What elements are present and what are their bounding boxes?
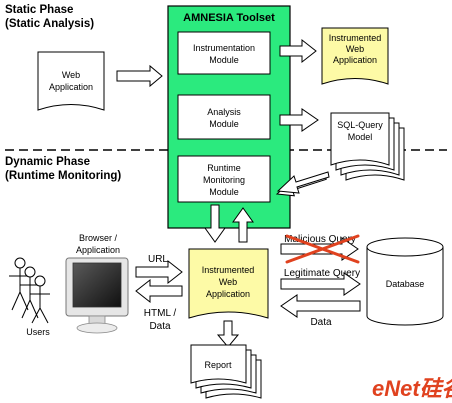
toolset-title: AMNESIA Toolset <box>183 12 275 24</box>
sql-model-label-2: Model <box>348 132 373 142</box>
instrumented-bottom-label-1: Instrumented <box>202 265 255 275</box>
web-application-label-1: Web <box>62 70 80 80</box>
arrow-data-from-db <box>280 294 361 318</box>
static-phase-subtitle: (Static Analysis) <box>5 18 94 30</box>
data-label: Data <box>310 317 332 328</box>
instrumented-bottom-label-3: Application <box>206 289 250 299</box>
instrumented-web-app-top <box>321 27 389 85</box>
instrumented-bottom-label-2: Web <box>219 277 237 287</box>
url-label: URL <box>148 254 168 265</box>
runtime-module-label-3: Module <box>209 187 239 197</box>
browser-label-1: Browser / <box>79 233 118 243</box>
report-label: Report <box>204 360 232 370</box>
instrumented-top-label-1: Instrumented <box>329 33 382 43</box>
analysis-module <box>177 94 271 140</box>
report-stack <box>190 344 262 399</box>
users-icon <box>9 257 50 324</box>
database-cylinder <box>366 237 444 326</box>
html-data-label-2: Data <box>149 321 171 332</box>
arrow-app-to-report <box>216 320 240 348</box>
arrow-runtime-up <box>232 207 254 243</box>
instrumentation-module-label-1: Instrumentation <box>193 43 255 53</box>
instrumented-web-app-bottom <box>188 248 269 319</box>
arrow-html-data-to-browser <box>135 278 183 304</box>
static-phase-title: Static Phase <box>5 4 73 16</box>
dynamic-phase-subtitle: (Runtime Monitoring) <box>5 170 121 182</box>
sql-query-model-stack <box>330 112 405 181</box>
watermark-text: eNet硅谷动力 <box>372 376 452 401</box>
browser-label-2: Application <box>76 245 120 255</box>
arrow-webapp-to-instrumentation <box>116 64 163 88</box>
instrumentation-module <box>177 31 271 75</box>
arrow-sql-model-to-runtime-body <box>276 171 330 194</box>
enet-watermark-logo: eNet硅谷动力 <box>372 376 452 401</box>
instrumented-top-label-3: Application <box>333 55 377 65</box>
users-label: Users <box>26 327 50 337</box>
dynamic-phase-title: Dynamic Phase <box>5 156 90 168</box>
runtime-module-label-1: Runtime <box>207 163 241 173</box>
runtime-module-label-2: Monitoring <box>203 175 245 185</box>
sql-model-label-1: SQL-Query <box>337 120 383 130</box>
instrumented-top-label-2: Web <box>346 44 364 54</box>
arrow-legitimate-query <box>280 272 361 296</box>
instrumentation-module-label-2: Module <box>209 55 239 65</box>
arrow-analysis-to-sql-model <box>279 108 319 132</box>
analysis-module-label-2: Module <box>209 119 239 129</box>
computer-monitor-icon <box>65 257 129 334</box>
web-application-label-2: Application <box>49 82 93 92</box>
web-application-document <box>37 51 105 111</box>
arrow-url-to-app <box>135 259 183 285</box>
arrow-instrumentation-to-instrumented-app <box>279 38 317 64</box>
html-data-label-1: HTML / <box>144 308 177 319</box>
runtime-monitoring-module <box>177 155 271 203</box>
database-label: Database <box>386 279 425 289</box>
malicious-query-label: Malicious Query <box>284 234 356 245</box>
analysis-module-label-1: Analysis <box>207 107 241 117</box>
legitimate-query-label: Legitimate Query <box>284 268 360 279</box>
arrow-runtime-down <box>204 204 226 243</box>
blocked-cross-icon <box>285 234 360 264</box>
